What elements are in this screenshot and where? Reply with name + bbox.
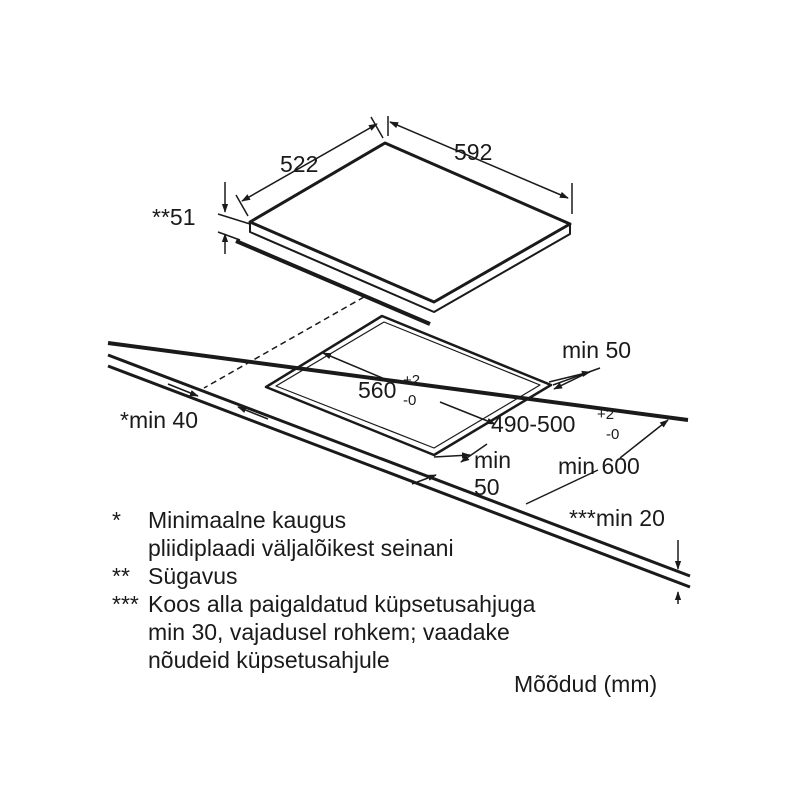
cutout-depth-tol-plus: +2 xyxy=(597,406,614,423)
cutout-outline xyxy=(264,314,553,457)
cutout-width-tol-minus: -0 xyxy=(403,392,416,409)
units-label: Mõõdud (mm) xyxy=(514,671,657,697)
note-3-line-3: nõudeid küpsetusahjule xyxy=(148,647,390,673)
cutout-drawing xyxy=(264,314,553,457)
cutout-width-arrow-2 xyxy=(439,401,496,425)
side-clearance-dimension xyxy=(167,383,269,420)
note-2-line-1: Sügavus xyxy=(148,563,238,589)
note-1-line-1: Minimaalne kaugus xyxy=(148,507,346,533)
cutout-width-arrow xyxy=(322,352,393,383)
rear-clearance-label: min 50 xyxy=(562,337,631,363)
worktop-front-edge xyxy=(107,353,691,578)
cutout-depth-label: 490-500 xyxy=(491,411,575,437)
note-3-mark: *** xyxy=(112,591,139,617)
worktop-back-edge xyxy=(107,341,689,422)
front-clearance-label-2: 50 xyxy=(474,474,500,500)
side-clearance-label: *min 40 xyxy=(120,407,198,433)
hob-depth-label: 522 xyxy=(280,151,318,177)
cutout-inner-edge xyxy=(275,321,541,449)
cutout-depth-dimension xyxy=(460,367,601,463)
worktop-depth-dimension xyxy=(525,419,669,505)
front-clearance-dimension xyxy=(411,452,471,485)
worktop-depth-label: min 600 xyxy=(558,453,640,479)
note-2-mark: ** xyxy=(112,563,130,589)
hob-depth-dimension xyxy=(235,116,384,217)
cutout-width-label: 560 xyxy=(358,377,396,403)
hob-front-edge xyxy=(249,222,571,313)
cutout-depth-tol-minus: -0 xyxy=(606,426,619,443)
note-3-line-2: min 30, vajadusel rohkem; vaadake xyxy=(148,619,510,645)
worktop-thickness-label: ***min 20 xyxy=(569,505,665,531)
hob-height-label: **51 xyxy=(152,204,195,230)
projection-dashed-line xyxy=(203,296,365,389)
note-1-line-2: pliidiplaadi väljalõikest seinani xyxy=(148,535,454,561)
footnotes: * Minimaalne kaugus pliidiplaadi väljalõ… xyxy=(112,507,536,673)
hob-width-label: 592 xyxy=(454,139,492,165)
worktop-drawing xyxy=(107,341,691,589)
note-3-line-1: Koos alla paigaldatud küpsetusahjuga xyxy=(148,591,536,617)
hob-base-line xyxy=(235,239,431,326)
hob-height-dimension xyxy=(217,182,251,254)
worktop-bottom-edge xyxy=(107,364,691,589)
hob-width-dimension xyxy=(387,116,573,214)
rear-clearance-dimension xyxy=(548,370,591,383)
cutout-width-tol-plus: +2 xyxy=(403,372,420,389)
note-1-mark: * xyxy=(112,507,121,533)
front-clearance-label-1: min xyxy=(474,447,511,473)
